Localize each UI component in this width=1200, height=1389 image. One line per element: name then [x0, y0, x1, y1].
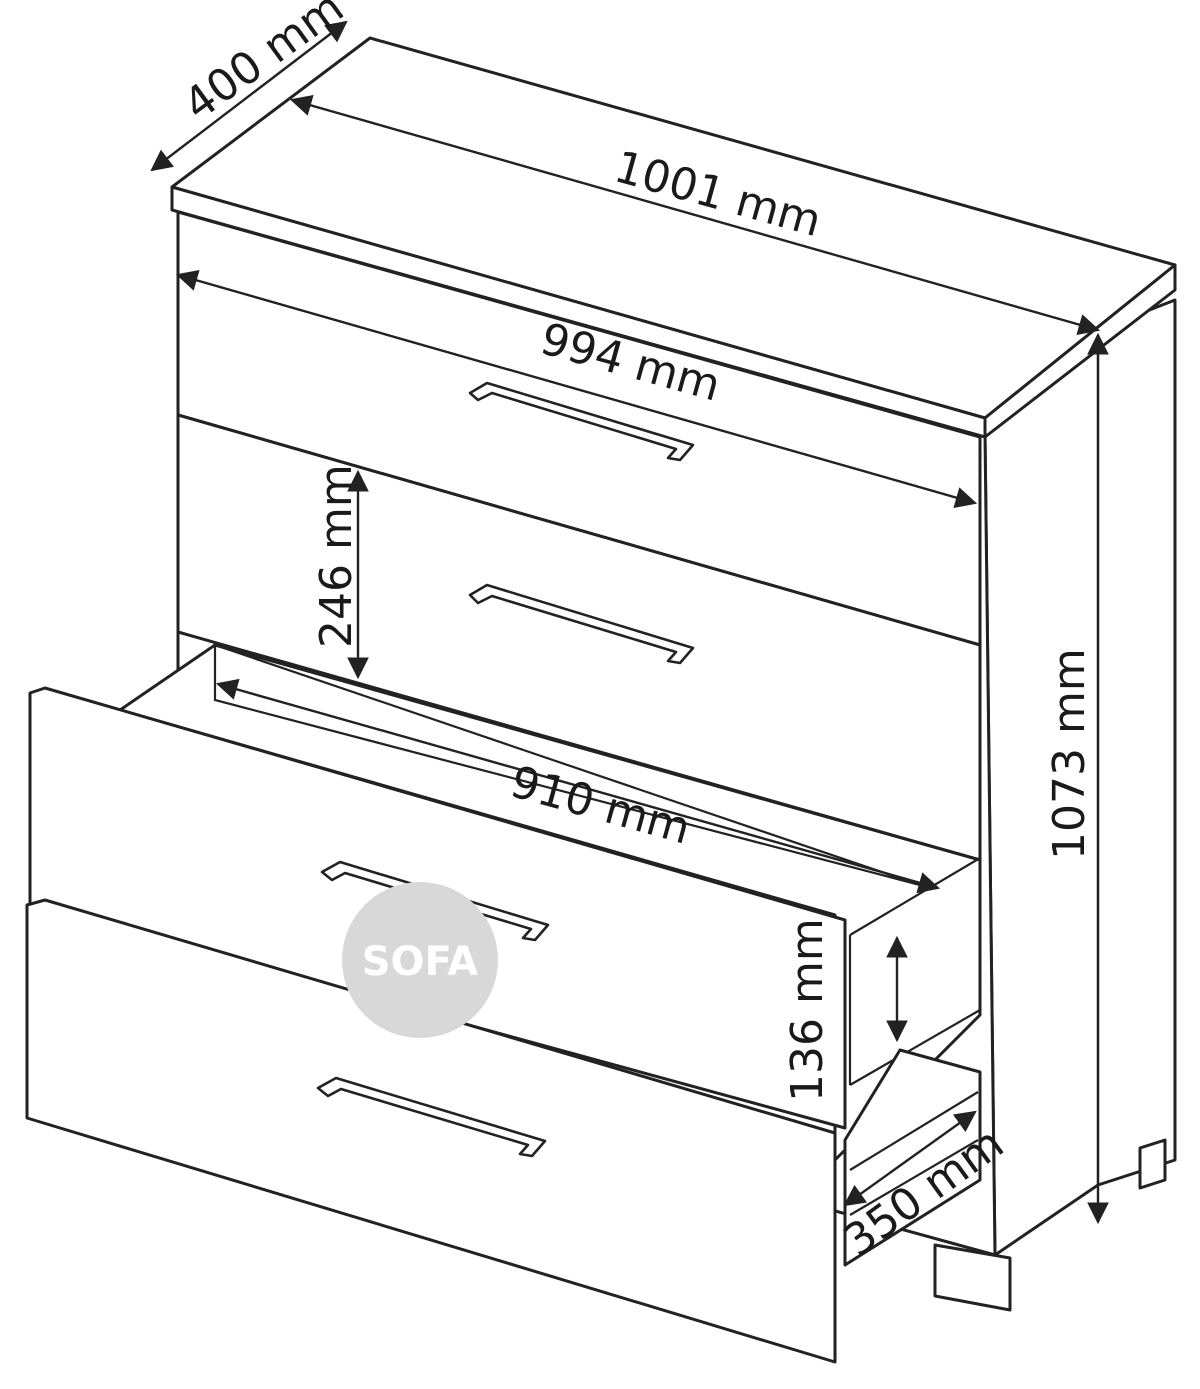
dim-line-350 [843, 1110, 977, 1207]
dim-line-400 [150, 20, 348, 172]
foot-side [1138, 1138, 1167, 1190]
sofa-watermark: SOFA [342, 882, 498, 1038]
top-panel-side [983, 263, 1177, 439]
label-246-mm: 246 mm [311, 464, 362, 648]
dim-line-994 [175, 269, 978, 509]
drawer-2-handle [468, 583, 695, 665]
label-136-mm: 136 mm [782, 918, 833, 1102]
dim-line-910 [215, 678, 941, 894]
foot-front [933, 1243, 1012, 1312]
drawer-4-front [25, 898, 837, 1364]
drawer-4-handle [316, 1076, 547, 1158]
watermark-text: SOFA [362, 939, 479, 985]
label-1073-mm: 1073 mm [1044, 648, 1095, 860]
